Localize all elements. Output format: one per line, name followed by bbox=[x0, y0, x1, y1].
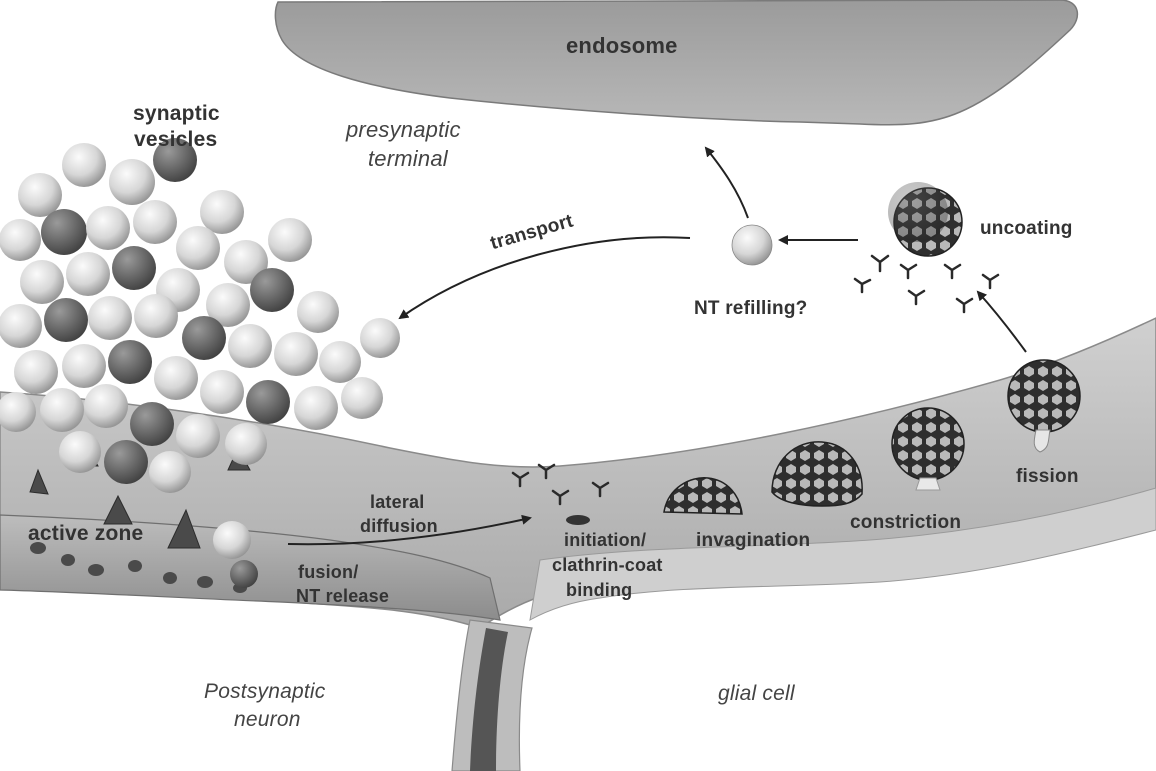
glial-cell-label: glial cell bbox=[718, 682, 795, 706]
postsynaptic-neuron-label-line2: neuron bbox=[234, 708, 301, 732]
transport-arrow bbox=[400, 237, 690, 318]
fusion-label-line2: NT release bbox=[296, 586, 389, 606]
nt-refilling-vesicle bbox=[732, 225, 772, 265]
constriction-vesicle bbox=[892, 408, 964, 480]
active-zone-label: active zone bbox=[28, 522, 143, 546]
endosome-shape bbox=[275, 0, 1077, 125]
invagination-label: invagination bbox=[696, 530, 810, 551]
lateral-diffusion-label-line2: diffusion bbox=[360, 516, 438, 536]
fusion-label-line1: fusion/ bbox=[298, 562, 358, 582]
nt-refilling-label: NT refilling? bbox=[694, 298, 807, 319]
to-endosome-arrow bbox=[706, 148, 748, 218]
endosome-label: endosome bbox=[566, 34, 678, 59]
synaptic-vesicles-label-line1: synaptic bbox=[133, 102, 220, 126]
initiation-label-line1: initiation/ bbox=[564, 530, 646, 550]
initiation-patch bbox=[566, 515, 590, 525]
initiation-label-line3: binding bbox=[566, 580, 632, 600]
initiation-label-line2: clathrin-coat bbox=[552, 555, 663, 575]
lateral-diffusion-label-line1: lateral bbox=[370, 492, 424, 512]
postsynaptic-neuron-label-line1: Postsynaptic bbox=[204, 680, 325, 704]
presynaptic-terminal-label-line2: terminal bbox=[368, 147, 448, 172]
constriction-label: constriction bbox=[850, 512, 961, 533]
presynaptic-terminal-label-line1: presynaptic bbox=[346, 118, 461, 143]
fission-to-uncoating-arrow bbox=[978, 292, 1026, 352]
fission-label: fission bbox=[1016, 466, 1079, 487]
uncoating-label: uncoating bbox=[980, 218, 1073, 239]
synaptic-vesicles-label-line2: vesicles bbox=[134, 128, 217, 152]
fission-vesicle bbox=[1008, 360, 1080, 432]
